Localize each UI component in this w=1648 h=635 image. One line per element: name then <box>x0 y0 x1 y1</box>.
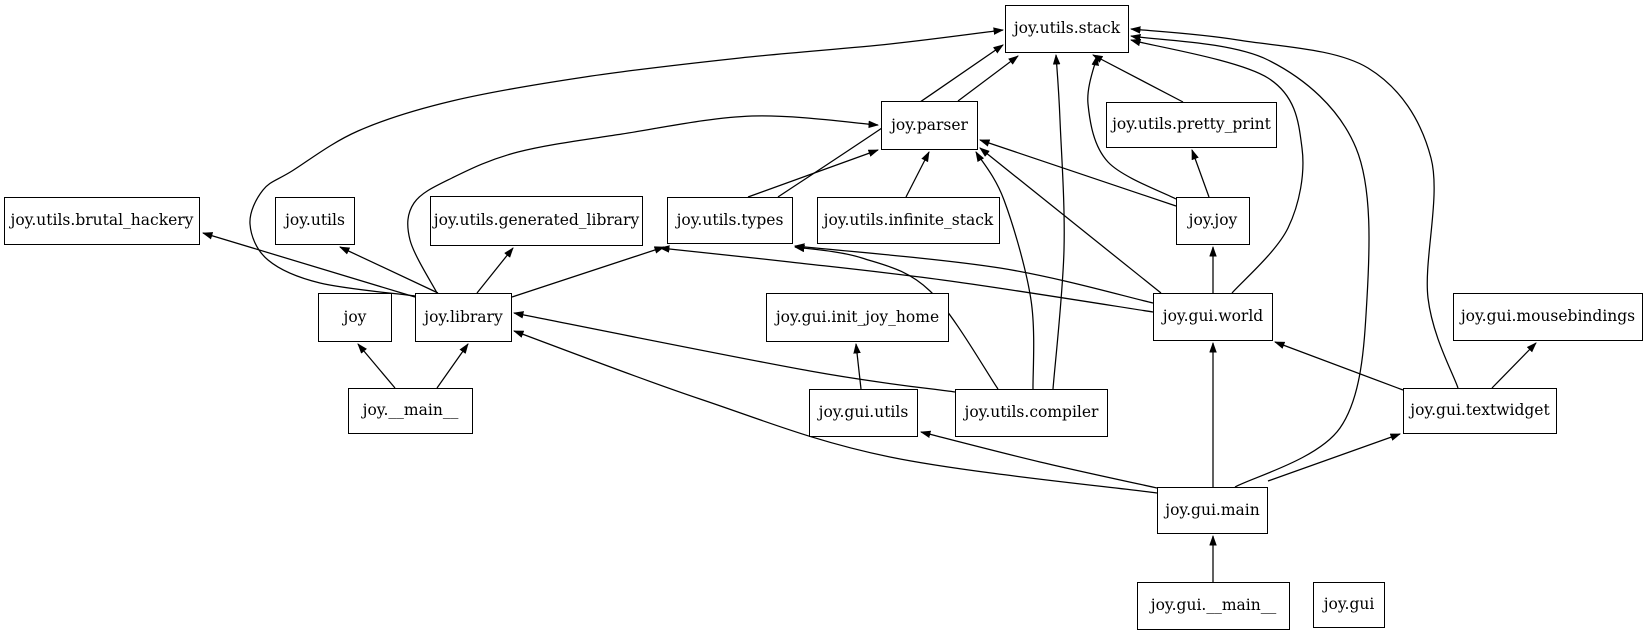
node-joy-gui-main: joy.gui.main <box>1157 487 1268 534</box>
node-label-joy-utils-infinite-stack: joy.utils.infinite_stack <box>823 210 994 229</box>
edge-joy-gui-world-to-joy-parser <box>979 147 1162 294</box>
node-joy-gui-init-joy-home: joy.gui.init_joy_home <box>766 293 949 342</box>
node-label-joy-joy: joy.joy <box>1188 211 1238 230</box>
edge-joy-utils-compiler-to-joy-utils-stack <box>1052 54 1065 390</box>
edge-joy-gui-utils-to-joy-gui-init-joy-home <box>853 343 862 390</box>
edge-joy-parser-to-joy-utils-stack <box>957 55 1019 102</box>
node-joy-utils-generated-library: joy.utils.generated_library <box>430 196 643 246</box>
edge-joy-utils-compiler-to-joy-utils-types <box>794 244 999 390</box>
edge-joy-joy-to-joy-utils-stack <box>1087 55 1177 200</box>
node-joy-library: joy.library <box>415 293 512 342</box>
edge-joy-gui-main-to-joy-gui-utils <box>920 430 1158 489</box>
node-label-joy-gui-mousebindings: joy.gui.mousebindings <box>1460 307 1636 326</box>
edge-joy-gui-world-to-joy-utils-types <box>794 243 1154 304</box>
node-label-joy-parser: joy.parser <box>891 115 968 134</box>
node-joy-utils: joy.utils <box>275 197 355 245</box>
node-label-joy-gui-utils: joy.gui.utils <box>818 403 909 422</box>
node-joy-joy: joy.joy <box>1176 197 1250 245</box>
dependency-edges <box>202 26 1537 582</box>
node-joy-gui-main: joy.gui.__main__ <box>1137 582 1290 630</box>
node-label-joy-utils: joy.utils <box>285 211 345 230</box>
node-joy-utils-pretty-print: joy.utils.pretty_print <box>1106 102 1277 148</box>
node-label-joy-utils-generated-library: joy.utils.generated_library <box>433 211 640 230</box>
edge-joy-gui-main-to-joy-utils-stack <box>1130 33 1370 488</box>
edge-joy-gui-main-to-joy-library <box>513 330 1158 494</box>
node-joy-utils-stack: joy.utils.stack <box>1005 5 1129 53</box>
node-label-joy-utils-compiler: joy.utils.compiler <box>964 403 1099 422</box>
edge-joy-main-to-joy-library <box>436 343 469 389</box>
edge-joy-library-to-joy-utils-stack <box>249 27 1004 297</box>
node-label-joy-gui-init-joy-home: joy.gui.init_joy_home <box>775 307 940 326</box>
edge-joy-gui-textwidget-to-joy-utils-stack <box>1130 26 1459 389</box>
node-label-joy-utils-types: joy.utils.types <box>676 210 784 229</box>
edge-joy-utils-pretty-print-to-joy-utils-stack <box>1092 54 1184 103</box>
edge-joy-library-to-joy-utils <box>339 246 439 294</box>
node-joy-gui: joy.gui <box>1313 582 1385 628</box>
node-joy-gui-mousebindings: joy.gui.mousebindings <box>1453 293 1643 341</box>
node-joy-utils-types: joy.utils.types <box>667 197 793 244</box>
node-joy-gui-utils: joy.gui.utils <box>809 389 918 437</box>
node-label-joy-utils-brutal-hackery: joy.utils.brutal_hackery <box>10 211 194 230</box>
edge-joy-library-to-joy-utils-generated-library <box>476 247 514 294</box>
edge-joy-utils-compiler-to-joy-parser <box>975 151 1035 390</box>
node-joy: joy <box>318 293 392 342</box>
node-label-joy-library: joy.library <box>424 307 503 326</box>
node-joy-gui-world: joy.gui.world <box>1153 293 1273 341</box>
edge-joy-gui-world-to-joy-utils-generated-library <box>659 245 1154 313</box>
node-joy-parser: joy.parser <box>881 101 978 150</box>
node-label-joy-gui-textwidget: joy.gui.textwidget <box>1410 401 1550 420</box>
node-label-joy-gui-main: joy.gui.__main__ <box>1150 596 1277 615</box>
node-label-joy-gui-main: joy.gui.main <box>1165 500 1260 519</box>
node-label-joy-utils-stack: joy.utils.stack <box>1013 19 1121 38</box>
edge-joy-library-to-joy-utils-types <box>511 246 665 298</box>
edge-joy-utils-infinite-stack-to-joy-parser <box>905 151 930 198</box>
node-label-joy: joy <box>343 307 367 326</box>
edge-joy-joy-to-joy-parser <box>979 139 1177 207</box>
edge-joy-gui-textwidget-to-joy-gui-world <box>1274 341 1404 391</box>
node-joy-gui-textwidget: joy.gui.textwidget <box>1403 388 1557 434</box>
edge-joy-utils-compiler-to-joy-library <box>513 311 956 393</box>
edge-joy-library-to-joy-utils-brutal-hackery <box>202 232 416 298</box>
edge-joy-joy-to-joy-utils-pretty-print <box>1191 149 1210 198</box>
node-joy-utils-infinite-stack: joy.utils.infinite_stack <box>817 197 1000 244</box>
node-label-joy-main: joy.__main__ <box>362 401 459 420</box>
edge-joy-gui-main-to-joy-gui-textwidget <box>1267 433 1401 482</box>
node-label-joy-utils-pretty-print: joy.utils.pretty_print <box>1112 115 1271 134</box>
node-joy-utils-brutal-hackery: joy.utils.brutal_hackery <box>4 197 200 245</box>
edge-joy-gui-world-to-joy-utils-stack <box>1130 38 1304 294</box>
edge-joy-main-to-joy <box>357 343 396 389</box>
node-label-joy-gui: joy.gui <box>1323 595 1375 614</box>
edge-joy-gui-textwidget-to-joy-gui-mousebindings <box>1491 342 1537 389</box>
node-joy-main: joy.__main__ <box>348 388 473 434</box>
node-label-joy-gui-world: joy.gui.world <box>1162 307 1264 326</box>
edge-joy-library-to-joy-parser <box>407 115 879 294</box>
node-joy-utils-compiler: joy.utils.compiler <box>955 389 1108 437</box>
